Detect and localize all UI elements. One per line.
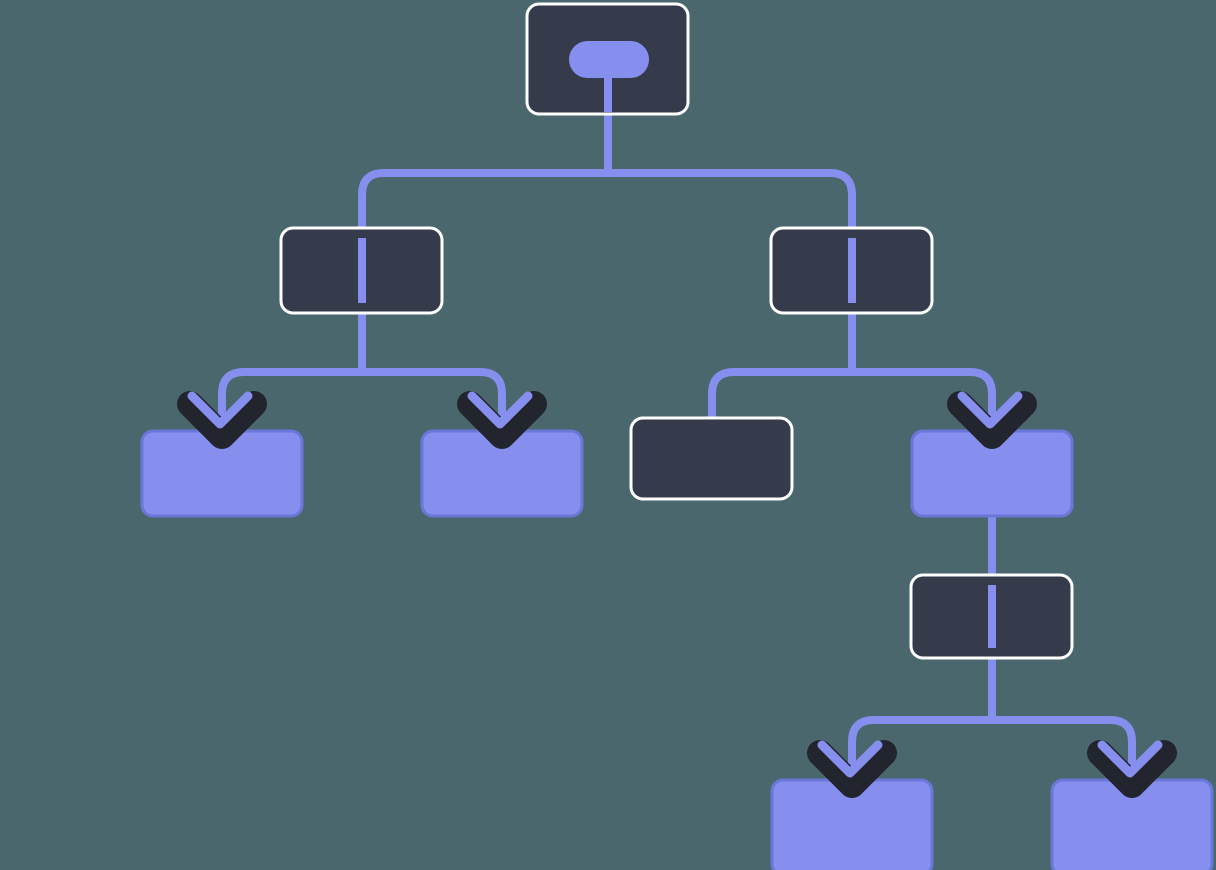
node-branch-lower-passthrough-line	[988, 585, 996, 648]
node-root-pill-stem	[604, 72, 612, 112]
edge-branch-lower-to-leaf-3	[848, 716, 992, 785]
arrow-into-leaf-1	[190, 396, 254, 436]
node-branch-right-passthrough-line	[848, 238, 856, 303]
arrow-into-leaf-3	[820, 745, 884, 785]
node-root-pill-marker	[569, 41, 649, 78]
node-dark-terminal[interactable]	[629, 416, 794, 501]
arrow-into-leaf-4	[1100, 745, 1164, 785]
edge-branch-left-to-leaf-2	[362, 368, 506, 436]
node-branch-left-passthrough-line	[358, 238, 366, 303]
node-root[interactable]	[525, 2, 690, 116]
edge-branch-right-to-mid-purple	[852, 368, 996, 436]
edge-branch-lower-to-leaf-4	[992, 716, 1136, 785]
edge-root-to-branch-right	[608, 169, 856, 313]
node-branch-lower[interactable]	[909, 573, 1074, 660]
node-dark-terminal-box[interactable]	[629, 416, 794, 501]
edge-branch-right-to-dark-terminal	[708, 368, 852, 421]
edge-branch-left-to-leaf-1	[218, 368, 362, 436]
arrow-into-leaf-2	[470, 396, 534, 436]
node-branch-right[interactable]	[769, 226, 934, 315]
node-branch-left[interactable]	[279, 226, 444, 315]
arrow-into-mid-purple	[960, 396, 1024, 436]
edge-root-to-branch-left	[358, 169, 608, 313]
